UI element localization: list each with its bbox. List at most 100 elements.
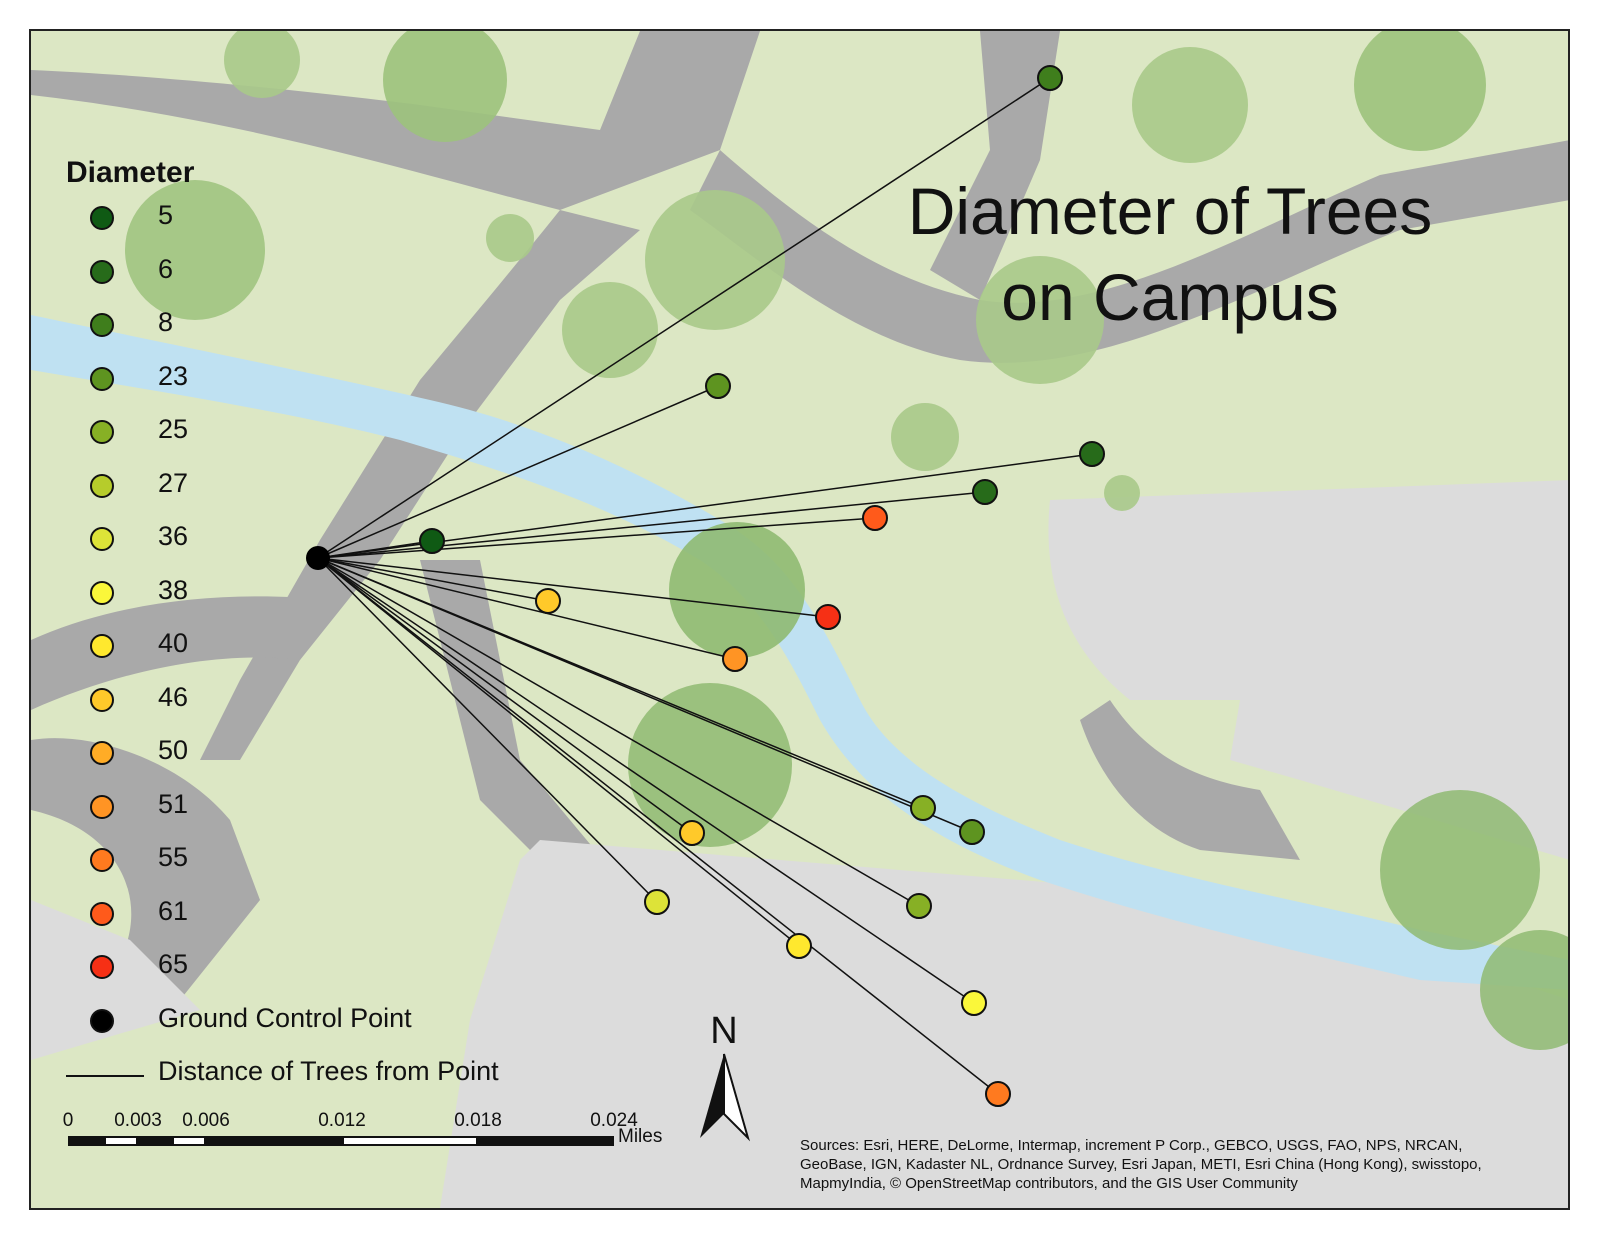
legend-row: 6	[66, 248, 194, 302]
legend-swatch	[90, 527, 114, 551]
scale-tick-5: 0.024	[590, 1110, 638, 1131]
control-point-swatch	[90, 1008, 114, 1033]
map-title: Diameter of Trees on Campus	[840, 168, 1500, 340]
distance-line	[317, 557, 920, 907]
legend-row: 36	[66, 515, 194, 569]
distance-line	[317, 557, 549, 602]
legend-swatch	[90, 901, 114, 926]
tree-point[interactable]	[910, 795, 936, 821]
tree-point[interactable]	[985, 1081, 1011, 1107]
legend-row: 40	[66, 622, 194, 676]
map-title-line1: Diameter of Trees	[907, 174, 1433, 248]
distance-lines	[317, 77, 1093, 1095]
legend-row: 23	[66, 355, 194, 409]
legend-swatch	[90, 580, 114, 605]
distance-line	[317, 557, 924, 809]
legend-class-label: 65	[158, 949, 189, 979]
legend-class-label: 23	[158, 360, 189, 391]
legend-class-label: 5	[158, 200, 174, 230]
distance-line	[317, 557, 975, 1004]
legend-swatch	[90, 366, 114, 391]
legend-row: 46	[66, 676, 194, 730]
distance-line	[317, 77, 1051, 559]
distance-line	[317, 540, 433, 559]
legend-swatch	[90, 634, 114, 658]
legend-class-label: 6	[158, 253, 174, 284]
distance-line	[317, 557, 693, 834]
tree-point[interactable]	[722, 646, 748, 672]
tree-point[interactable]	[959, 819, 985, 845]
map-title-line2: on Campus	[1001, 260, 1339, 334]
scale-segment	[172, 1136, 206, 1146]
tree-points	[419, 65, 1105, 1107]
legend-class-label: 61	[158, 895, 189, 926]
tree-point[interactable]	[1079, 441, 1105, 467]
distance-line	[317, 385, 719, 559]
legend-swatch	[90, 848, 114, 872]
tree-point[interactable]	[705, 373, 731, 399]
tree-point[interactable]	[679, 820, 705, 846]
scale-segment	[138, 1136, 172, 1146]
legend-class-label: 51	[158, 788, 189, 819]
scale-segment	[104, 1136, 138, 1146]
legend-swatch	[90, 420, 114, 444]
legend-swatch	[90, 741, 114, 765]
distance-line	[317, 557, 658, 903]
legend-swatch	[90, 794, 114, 819]
scale-tick-2: 0.006	[182, 1110, 230, 1131]
scale-tick-1: 0.003	[114, 1110, 162, 1131]
legend-row: 51	[66, 783, 194, 837]
tree-point[interactable]	[862, 505, 888, 531]
tree-point[interactable]	[815, 604, 841, 630]
legend-row-line: Distance of Trees from Point	[66, 1050, 499, 1104]
legend-row: 65	[66, 943, 194, 997]
legend-class-label: 8	[158, 307, 174, 337]
tree-point[interactable]	[419, 528, 445, 554]
legend-class-label: 38	[158, 574, 189, 605]
tree-point[interactable]	[972, 479, 998, 505]
scale-segment	[478, 1136, 614, 1146]
north-label: N	[710, 1010, 738, 1052]
tree-point[interactable]	[906, 893, 932, 919]
legend-swatch	[90, 473, 114, 498]
legend-class-label: 55	[158, 842, 189, 872]
scale-units: Miles	[618, 1126, 663, 1147]
legend-row: 27	[66, 462, 194, 516]
legend-swatch	[90, 313, 114, 337]
ground-control-point[interactable]	[306, 546, 330, 570]
legend-row: 50	[66, 729, 194, 783]
legend-swatch	[90, 259, 114, 284]
legend-title: Diameter	[66, 156, 195, 189]
distance-line	[317, 557, 999, 1095]
tree-point[interactable]	[786, 933, 812, 959]
legend-class-label: 40	[158, 628, 189, 658]
legend-row: 61	[66, 890, 194, 944]
legend-swatch	[90, 687, 114, 712]
legend-class-label: 36	[158, 521, 189, 551]
scale-segment	[342, 1136, 478, 1146]
tree-point[interactable]	[961, 990, 987, 1016]
distance-line-swatch	[66, 1075, 144, 1077]
tree-point[interactable]	[1037, 65, 1063, 91]
source-credits: Sources: Esri, HERE, DeLorme, Intermap, …	[800, 1137, 1482, 1192]
tree-point[interactable]	[644, 889, 670, 915]
legend-row: 25	[66, 408, 194, 462]
distance-line	[317, 453, 1093, 559]
legend-class-label: 27	[158, 467, 189, 498]
distance-line	[317, 557, 800, 947]
legend-row: 5	[66, 194, 194, 248]
legend-swatch	[90, 955, 114, 979]
legend-row: 38	[66, 569, 194, 623]
scale-bar: 0 0.003 0.006 0.012 0.018 0.024 Miles	[63, 1110, 686, 1150]
legend-class-label: 50	[158, 735, 189, 765]
legend-classes: 5 6 8 23 25 27 36 38 40 46 50 51 55 61 65	[66, 194, 194, 997]
scale-tick-3: 0.012	[318, 1110, 366, 1131]
north-arrow-icon	[700, 1053, 751, 1142]
distance-line	[317, 557, 829, 618]
legend-line-label: Distance of Trees from Point	[158, 1056, 499, 1086]
north-arrow: N	[696, 1010, 752, 1142]
tree-point[interactable]	[535, 588, 561, 614]
distance-line	[317, 517, 876, 559]
